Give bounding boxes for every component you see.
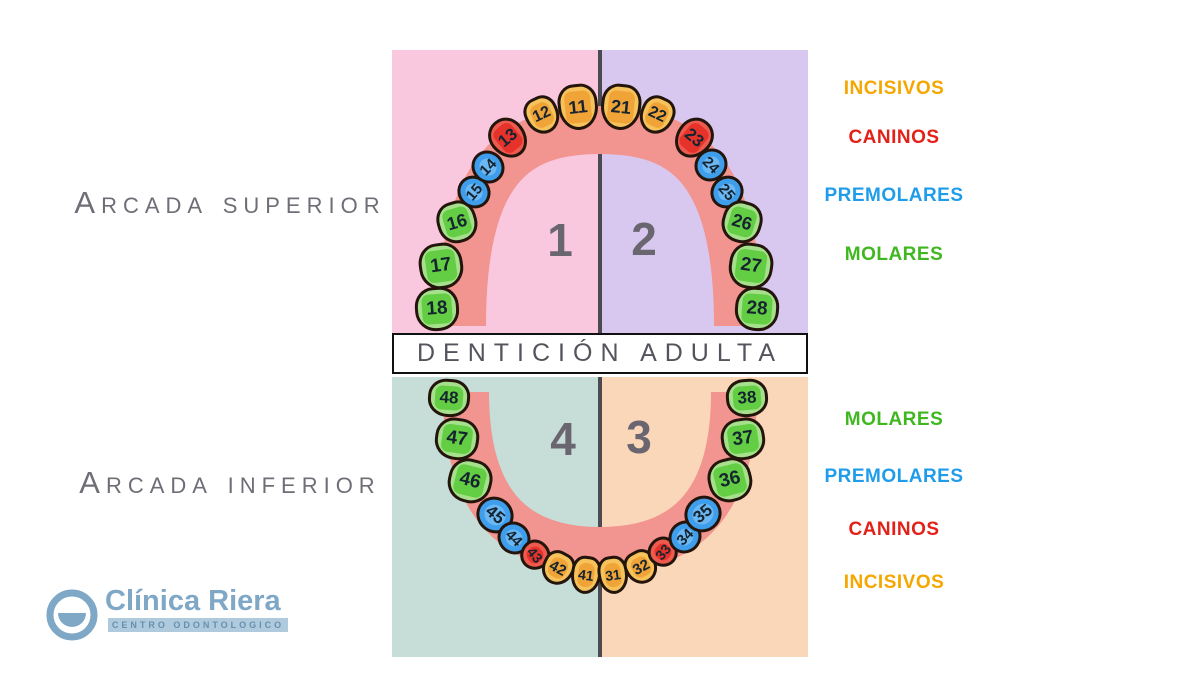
- tooth-number: 14: [476, 155, 500, 179]
- tooth-number: 41: [577, 565, 595, 585]
- tooth-number: 42: [546, 556, 570, 580]
- tooth-number: 36: [717, 466, 743, 493]
- tooth-number: 27: [739, 253, 763, 278]
- tooth-number: 28: [745, 297, 769, 320]
- legend-item-premolares: PREMOLARES: [824, 466, 964, 487]
- tooth-37: 37: [718, 415, 768, 463]
- tooth-27: 27: [726, 240, 776, 292]
- arch-label-superior: Arcada superior: [74, 185, 386, 220]
- legend-upper: INCISIVOS CANINOS PREMOLARES MOLARES: [794, 70, 994, 285]
- tooth-number: 48: [438, 387, 460, 408]
- tooth-number: 21: [610, 95, 633, 118]
- legend-item-incisivos: INCISIVOS: [843, 78, 945, 99]
- legend-item-premolares: PREMOLARES: [824, 185, 964, 206]
- clinic-logo: Clínica Riera CENTRO ODONTOLOGICO: [45, 585, 305, 645]
- legend-item-molares: MOLARES: [844, 409, 944, 430]
- tooth-number: 38: [736, 387, 758, 408]
- tooth-number: 47: [445, 426, 469, 451]
- legend-item-molares: MOLARES: [844, 244, 944, 265]
- tooth-21: 21: [598, 82, 644, 132]
- title-banner: DENTICIÓN ADULTA: [392, 333, 808, 374]
- tooth-number: 35: [689, 500, 717, 527]
- tooth-number: 23: [680, 124, 708, 151]
- tooth-47: 47: [432, 415, 482, 463]
- tooth-number: 18: [425, 297, 449, 320]
- tooth-number: 17: [428, 253, 453, 278]
- arch-label-inferior: Arcada inferior: [79, 465, 381, 500]
- tooth-number: 22: [645, 103, 669, 127]
- clinic-name: Clínica Riera: [105, 585, 281, 617]
- tooth-number: 15: [462, 180, 486, 204]
- tooth-17: 17: [416, 240, 466, 292]
- tooth-number: 12: [530, 103, 554, 127]
- legend-item-caninos: CANINOS: [848, 127, 940, 148]
- clinic-tagline: CENTRO ODONTOLOGICO: [108, 618, 288, 632]
- tooth-number: 11: [567, 95, 589, 118]
- tooth-number: 24: [699, 153, 723, 177]
- tooth-number: 31: [604, 565, 622, 585]
- tooth-number: 16: [444, 209, 470, 234]
- tooth-18: 18: [413, 285, 461, 333]
- tooth-48: 48: [426, 377, 472, 419]
- tooth-11: 11: [555, 82, 601, 132]
- tooth-circle-icon: [46, 589, 98, 641]
- legend-item-incisivos: INCISIVOS: [843, 572, 945, 593]
- tooth-number: 37: [730, 426, 755, 451]
- legend-item-caninos: CANINOS: [848, 519, 940, 540]
- tooth-38: 38: [724, 377, 770, 419]
- tooth-28: 28: [733, 285, 781, 333]
- tooth-number: 26: [729, 209, 755, 234]
- tooth-number: 46: [457, 467, 483, 494]
- tooth-number: 13: [494, 124, 522, 151]
- legend-lower: MOLARES PREMOLARES CANINOS INCISIVOS: [794, 400, 994, 615]
